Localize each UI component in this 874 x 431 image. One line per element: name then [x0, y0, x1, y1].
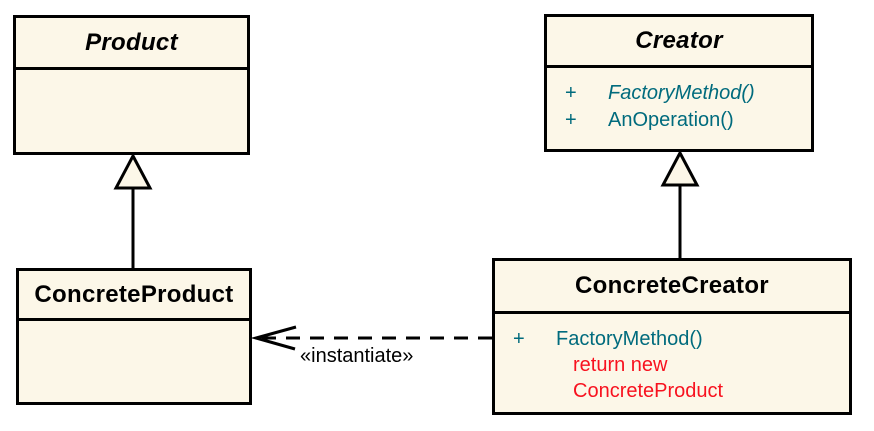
instantiate-label: «instantiate» — [300, 345, 414, 367]
open-arrowhead-icon — [250, 325, 297, 351]
creator-class-body: + FactoryMethod() + AnOperation() — [547, 68, 811, 134]
creator-class-title: Creator — [547, 17, 811, 68]
concrete-creator-class-box: ConcreteCreator + FactoryMethod() return… — [492, 258, 852, 415]
method-factory-method: + FactoryMethod() — [565, 80, 805, 107]
concrete-creator-class-title: ConcreteCreator — [495, 261, 849, 314]
product-generalization-arrow — [113, 152, 153, 268]
method-label: FactoryMethod() — [556, 328, 703, 350]
product-class-box: Product — [13, 15, 250, 155]
concrete-product-class-title: ConcreteProduct — [19, 271, 249, 321]
method-an-operation: + AnOperation() — [565, 107, 805, 134]
method-label: FactoryMethod() — [608, 82, 755, 104]
creator-generalization-arrow — [660, 149, 700, 258]
annotation-concrete-product: ConcreteProduct — [573, 380, 724, 402]
annotation-return-new: return new — [573, 354, 668, 376]
concrete-product-class-box: ConcreteProduct — [16, 268, 252, 405]
method-factory-method: + FactoryMethod() — [513, 326, 843, 352]
method-label: AnOperation() — [608, 109, 734, 131]
visibility-plus: + — [513, 328, 525, 350]
hollow-triangle-icon — [113, 152, 153, 190]
product-class-title: Product — [16, 18, 247, 70]
creator-class-box: Creator + FactoryMethod() + AnOperation(… — [544, 14, 814, 152]
concrete-creator-class-body: + FactoryMethod() return new ConcretePro… — [495, 314, 849, 404]
product-class-body — [16, 70, 247, 82]
visibility-plus: + — [565, 109, 577, 131]
hollow-triangle-icon — [660, 149, 700, 187]
concrete-product-class-body — [19, 321, 249, 333]
visibility-plus: + — [565, 82, 577, 104]
